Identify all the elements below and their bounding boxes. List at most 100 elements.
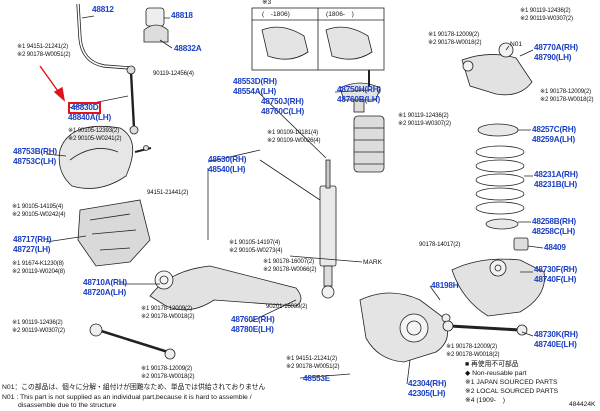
legend-item: ※1 JAPAN SOURCED PARTS bbox=[465, 379, 558, 386]
part-label-b90178g: ※2 90178-W0066(2) bbox=[263, 266, 317, 273]
legend-item: ◆ Non-reusable part bbox=[465, 370, 527, 377]
footnote-jp: N01：この部品は、個々に分解・組付けが困難なため、単品では供給されておりません bbox=[2, 384, 266, 391]
inset-label-right: (1806- ) bbox=[326, 11, 354, 18]
part-label-p48740e: 48740E(LH) bbox=[534, 340, 577, 349]
part-label-b94151b: 94151-21441(2) bbox=[147, 189, 189, 196]
part-label-b90119g: ※1 90119-12436(2) bbox=[398, 112, 449, 119]
part-label-mark: MARK bbox=[363, 259, 383, 266]
part-label-p48753c: 48753C(LH) bbox=[13, 157, 57, 166]
part-label-p48730f: 48730F(RH) bbox=[534, 265, 578, 274]
part-label-p42305: 42305(LH) bbox=[408, 389, 446, 398]
suspension-bracket bbox=[77, 199, 151, 267]
part-label-b90119e: ※1 90119-12436(2) bbox=[520, 7, 571, 14]
part-label-b90178j: ※2 90178-W0018(2) bbox=[446, 351, 500, 358]
part-label-b90178d: ※1 90178-12009(2) bbox=[141, 365, 193, 372]
part-label-b90178c: ※2 90178-W0018(2) bbox=[141, 313, 195, 320]
part-label-p48830d: 48830D bbox=[68, 102, 102, 115]
part-label-p48750j: 48750J(RH) bbox=[261, 97, 304, 106]
legend: ■ 再使用不可部品 ◆ Non-reusable part ※1 JAPAN S… bbox=[465, 360, 558, 405]
legend-item: ※2 LOCAL SOURCED PARTS bbox=[465, 388, 559, 395]
part-label-p48760b: 48760B(LH) bbox=[337, 95, 381, 104]
part-label-b94151a: ※1 94151-21241(2) bbox=[17, 43, 69, 50]
part-label-p48710a: 48710A(RH) bbox=[83, 278, 127, 287]
stabilizer-bracket bbox=[143, 24, 169, 43]
part-label-b90201: 90201-16039(2) bbox=[266, 303, 308, 310]
part-label-b91674: ※1 91674-K1230(8) bbox=[12, 260, 64, 267]
part-label-p48717: 48717(RH) bbox=[13, 235, 52, 244]
part-label-b90178h: ※2 90178-W0051(2) bbox=[286, 363, 340, 370]
part-label-p48812: 48812 bbox=[92, 5, 114, 14]
part-label-b90178a: ※2 90178-W0051(2) bbox=[17, 51, 71, 58]
part-label-n01: N01 bbox=[510, 41, 523, 48]
legend-item: ■ 再使用不可部品 bbox=[465, 361, 519, 368]
footnote-en-line2: disassemble due to the structure bbox=[18, 402, 117, 409]
part-label-b90109b: ※2 90109-W0026(4) bbox=[267, 137, 321, 144]
shock-mount bbox=[339, 82, 381, 101]
part-label-b90119h: ※2 90119-W0307(2) bbox=[398, 120, 451, 127]
spring-lower-seat bbox=[485, 218, 519, 230]
part-label-p48720a: 48720A(LH) bbox=[83, 288, 127, 297]
legend-item: ※4 (1909- ) bbox=[465, 397, 506, 404]
part-label-b90105f: ※2 90105-W0273(4) bbox=[229, 247, 283, 254]
part-label-p48258c: 48258C(LH) bbox=[532, 227, 576, 236]
part-label-p48257c: 48257C(RH) bbox=[532, 125, 576, 134]
spring-upper-seat bbox=[477, 123, 519, 137]
shock-absorber bbox=[319, 185, 337, 267]
part-label-p48530: 48530(RH) bbox=[208, 155, 247, 164]
part-label-p48840a: 48840A(LH) bbox=[68, 113, 112, 122]
part-label-b90178e: ※2 90178-W0018(2) bbox=[141, 373, 195, 380]
part-label-b90178k: 90178-14017(2) bbox=[419, 241, 461, 248]
part-label-b90178o: ※2 90178-W0018(2) bbox=[540, 96, 594, 103]
part-label-p48770a: 48770A(RH) bbox=[534, 43, 578, 52]
trailing-arm bbox=[149, 265, 302, 311]
lower-link bbox=[97, 328, 169, 354]
part-label-b90105d: ※2 90105-W0242(4) bbox=[12, 211, 66, 218]
part-label-p48740f: 48740F(LH) bbox=[534, 275, 577, 284]
part-label-p48760e: 48760E(RH) bbox=[231, 315, 275, 324]
part-label-b90109a: ※1 90109-10181(4) bbox=[267, 129, 319, 136]
part-label-b90178b: ※1 90178-12009(2) bbox=[141, 305, 193, 312]
part-label-b90119f: ※2 90119-W0307(2) bbox=[520, 15, 573, 22]
part-label-p48540: 48540(LH) bbox=[208, 165, 246, 174]
part-label-b90119a: 90119-12456(4) bbox=[153, 70, 194, 77]
upper-arm bbox=[461, 54, 533, 96]
part-label-b90178f: ※1 90178-16007(2) bbox=[263, 258, 315, 265]
part-label-p48753b: 48753B(RH) bbox=[13, 147, 57, 156]
part-label-p48259a: 48259A(LH) bbox=[532, 135, 576, 144]
part-label-b90119c: ※1 90119-12436(2) bbox=[12, 319, 63, 326]
part-label-p48780e: 48780E(LH) bbox=[231, 325, 274, 334]
legend-top-mark: ※3 bbox=[262, 0, 272, 6]
toe-link bbox=[449, 324, 521, 332]
part-label-p48258b: 48258B(RH) bbox=[532, 217, 576, 226]
part-label-p48832a: 48832A bbox=[174, 44, 202, 53]
coil-spring bbox=[475, 145, 525, 215]
part-label-p48727: 48727(LH) bbox=[13, 245, 51, 254]
part-label-b90178m: ※2 90178-W0018(2) bbox=[428, 39, 482, 46]
part-label-p48553d: 48553D(RH) bbox=[233, 77, 277, 86]
part-label-b90119b: ※2 90119-W0204(8) bbox=[12, 268, 65, 275]
red-arrow bbox=[39, 65, 66, 102]
inset-label-left: ( -1806) bbox=[262, 11, 290, 18]
part-label-p48198h: 48198H bbox=[431, 281, 459, 290]
part-label-b90105a: ※1 90105-12393(2) bbox=[68, 127, 120, 134]
bump-stopper bbox=[513, 237, 529, 251]
part-label-p48231a: 48231A(RH) bbox=[534, 170, 578, 179]
part-label-p48231b: 48231B(LH) bbox=[534, 180, 578, 189]
part-label-p48554a: 48554A(LH) bbox=[233, 87, 277, 96]
stabilizer-bushing bbox=[145, 7, 165, 27]
stabilizer-link bbox=[129, 71, 136, 129]
part-label-b90178n: ※1 90178-12009(2) bbox=[540, 88, 592, 95]
part-label-p48790: 48790(LH) bbox=[534, 53, 572, 62]
part-label-b90178i: ※1 90178-12009(2) bbox=[446, 343, 498, 350]
part-label-p48750h: 48750H(RH) bbox=[337, 85, 381, 94]
part-label-ref: 484424K bbox=[569, 401, 596, 408]
part-label-p48760c: 48760C(LH) bbox=[261, 107, 305, 116]
lower-arm bbox=[451, 258, 545, 317]
part-label-p42304: 42304(RH) bbox=[408, 379, 447, 388]
part-label-b90105b: ※2 90105-W0241(2) bbox=[68, 135, 122, 142]
part-label-p48409: 48409 bbox=[544, 243, 566, 252]
part-label-b90105c: ※1 90105-14195(4) bbox=[12, 203, 64, 210]
part-label-b90178l: ※1 90178-12009(2) bbox=[428, 31, 480, 38]
